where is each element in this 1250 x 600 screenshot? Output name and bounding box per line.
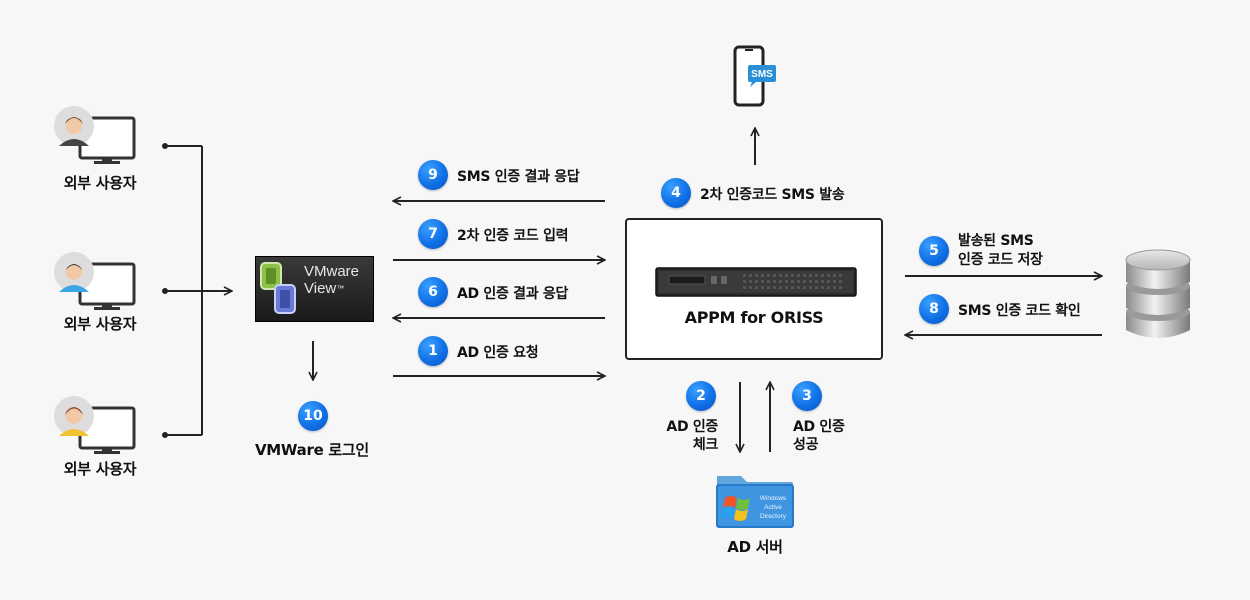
step-5-badge: 5 [919,236,949,266]
rack-server-icon [655,267,857,297]
sms-icon-text: SMS [751,69,773,80]
step-2-text: AD 인증 체크 [648,418,718,454]
vmware-tm: ™ [336,284,345,293]
step-1-text: AD 인증 요청 [457,345,539,361]
user-bus [165,145,232,436]
phone-sms-icon: SMS [733,45,776,107]
windows-logo-icon [721,496,750,521]
step-6-text: AD 인증 결과 응답 [457,286,569,302]
ad-folder-text-3: Directory [760,513,787,520]
user-label: 외부 사용자 [63,460,137,478]
user-computer-icon [54,396,136,454]
step-8-badge: 8 [919,294,949,324]
step-6-badge: 6 [418,277,448,307]
user-label: 외부 사용자 [63,174,137,192]
step-5-line2: 인증 코드 저장 [958,252,1043,268]
step-7-badge: 7 [418,219,448,249]
active-directory-folder-icon: Windows Active Directory [716,476,794,528]
step-3-text: AD 인증 성공 [793,418,845,454]
step-2-line1: AD 인증 [666,419,718,435]
vmware-login-label: VMWare 로그인 [255,441,369,459]
server-label: APPM for ORISS [684,308,824,327]
ad-folder-text-1: Windows [760,495,787,502]
vmware-view-logo: VMware View™ [255,256,374,322]
step-5-text: 발송된 SMS 인증 코드 저장 [958,232,1043,270]
step-2-line2: 체크 [692,437,718,453]
user-computer-icon [54,252,136,310]
appm-server-box: APPM for ORISS [625,218,883,360]
vmware-logo-line2: View [304,280,337,297]
step-3-badge: 3 [792,381,822,411]
step-5-line1: 발송된 SMS [958,233,1034,249]
user-1: 외부 사용자 [50,104,150,192]
step-2-badge: 2 [686,381,716,411]
step-1-badge: 1 [418,336,448,366]
user-computer-icon [54,106,136,164]
step-4-text: 2차 인증코드 SMS 발송 [700,187,845,203]
vmware-view-icon [260,262,296,314]
user-3: 외부 사용자 [50,394,150,478]
step-8-text: SMS 인증 코드 확인 [958,303,1081,319]
step-9-badge: 9 [418,160,448,190]
user-2: 외부 사용자 [50,250,150,333]
step-7-text: 2차 인증 코드 입력 [457,228,569,244]
step-3-line2: 성공 [793,437,819,453]
ad-folder-text-2: Active [764,504,782,511]
user-label: 외부 사용자 [63,315,137,333]
step-9-text: SMS 인증 결과 응답 [457,169,580,185]
vmware-logo-line1: VMware [304,263,360,280]
step-4-badge: 4 [661,178,691,208]
step-3-line1: AD 인증 [793,419,845,435]
database-icon [1125,249,1191,338]
step-10-badge: 10 [298,401,328,431]
ad-server-label: AD 서버 [727,538,783,556]
